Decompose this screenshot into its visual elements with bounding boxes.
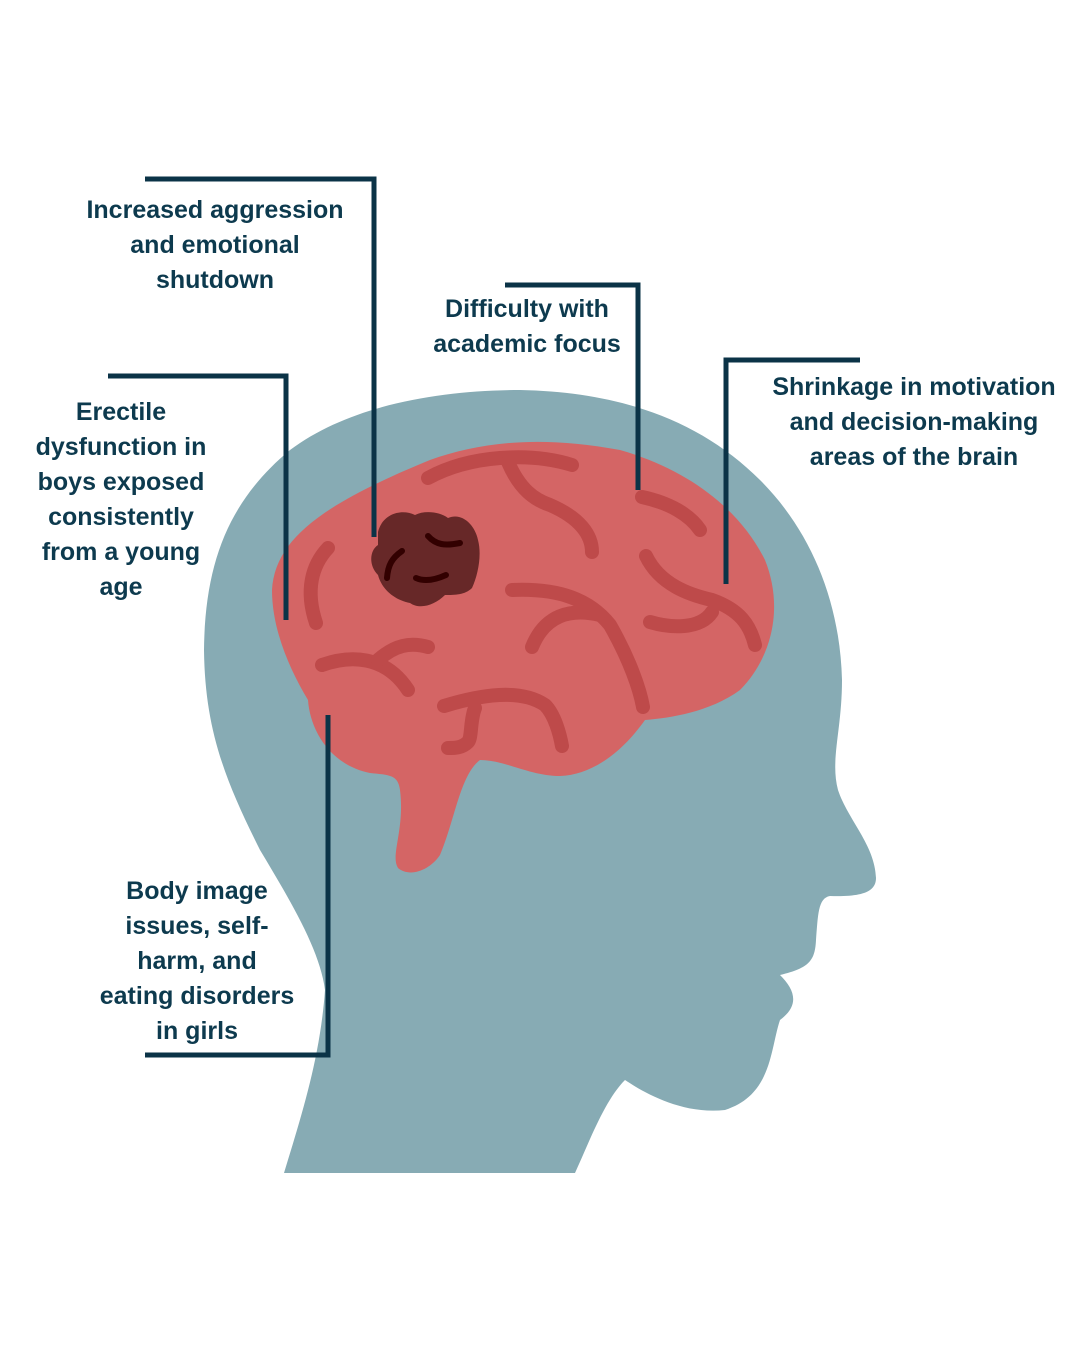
leader-academic [505, 282, 641, 490]
brain-folds [303, 450, 762, 755]
label-line: age [99, 573, 142, 601]
leader-body-image [145, 715, 331, 1058]
leader-lines [108, 176, 860, 1058]
label-line: dysfunction in [36, 433, 207, 461]
label-academic: Difficulty with academic focus [433, 295, 621, 358]
leader-aggression [145, 176, 377, 537]
label-line: Erectile [76, 398, 166, 426]
label-line: from a young [42, 538, 200, 566]
leader-erectile [108, 373, 289, 620]
label-shrinkage: Shrinkage in motivation and decision-mak… [772, 373, 1055, 471]
label-line: issues, self- [125, 912, 268, 940]
leader-shrinkage [723, 357, 860, 584]
lesion [371, 512, 480, 607]
label-line: academic focus [433, 330, 621, 358]
label-line: Difficulty with [445, 295, 609, 323]
label-line: boys exposed [38, 468, 205, 496]
label-line: shutdown [156, 266, 274, 294]
label-line: harm, and [137, 947, 256, 975]
label-line: Shrinkage in motivation [772, 373, 1055, 401]
label-line: eating disorders [100, 982, 295, 1010]
label-aggression: Increased aggression and emotional shutd… [86, 196, 343, 294]
label-line: in girls [156, 1017, 238, 1045]
label-line: and emotional [130, 231, 299, 259]
label-body-image: Body image issues, self- harm, and eatin… [100, 877, 295, 1045]
label-erectile: Erectile dysfunction in boys exposed con… [36, 398, 207, 601]
label-line: areas of the brain [810, 443, 1018, 471]
label-line: Body image [126, 877, 268, 905]
label-line: consistently [48, 503, 194, 531]
label-line: and decision-making [790, 408, 1039, 436]
label-line: Increased aggression [86, 196, 343, 224]
